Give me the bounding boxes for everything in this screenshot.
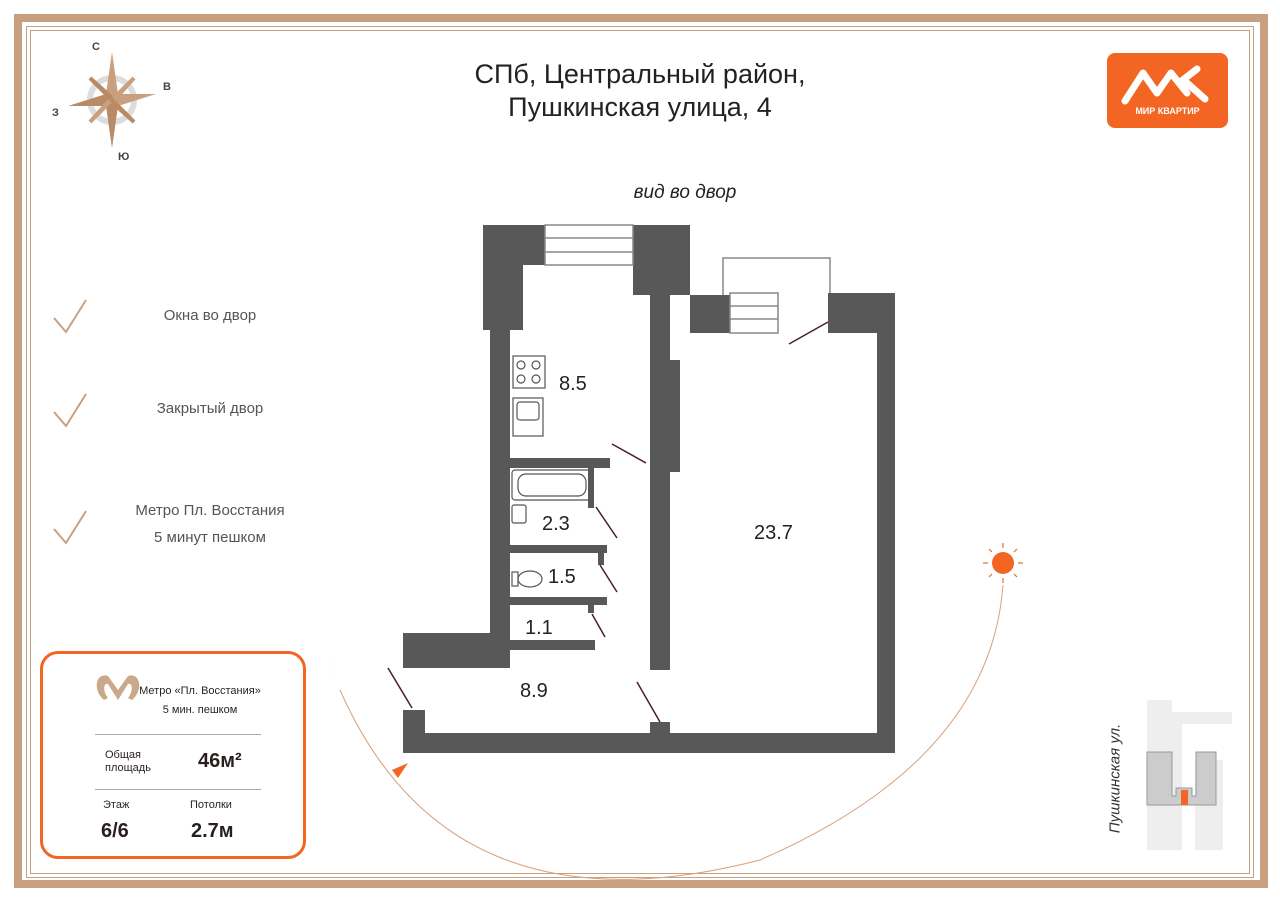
location-map <box>1146 700 1232 850</box>
feature-metro: Метро Пл. Восстания 5 минут пешком <box>50 497 310 551</box>
sink-icon <box>512 397 544 437</box>
metro-logo-icon <box>96 675 140 700</box>
room-living-area: 23.7 <box>754 522 793 544</box>
bathtub-icon <box>511 469 591 501</box>
logo-text: МИР КВАРТИР <box>1135 106 1200 116</box>
area-label-line: Общая <box>105 749 141 761</box>
sun-path <box>330 543 1023 880</box>
ceiling-label: Потолки <box>190 799 232 811</box>
frame-border <box>14 14 1268 888</box>
room-bathroom-area: 2.3 <box>542 513 570 535</box>
walls <box>403 225 895 753</box>
floor-label: Этаж <box>103 799 130 811</box>
floor-value: 6/6 <box>101 820 129 842</box>
sun-icon <box>992 552 1014 574</box>
balcony <box>722 257 831 295</box>
compass-east: В <box>163 81 171 93</box>
brand-logo: МИР КВАРТИР <box>1107 53 1228 128</box>
feature-text: Закрытый двор <box>156 400 264 417</box>
metro-info: Метро «Пл. Восстания» 5 мин. пешком <box>95 682 305 720</box>
stove-icon <box>512 355 546 389</box>
ceiling-value: 2.7м <box>191 820 234 842</box>
room-toilet-area: 1.5 <box>548 566 576 588</box>
fixtures <box>511 355 591 588</box>
compass-north: С <box>92 41 100 53</box>
feature-text: 5 минут пешком <box>154 529 266 546</box>
area-value: 46м² <box>198 750 242 772</box>
address-title: СПб, Центральный район, Пушкинская улица… <box>440 58 840 124</box>
moon-icon <box>330 652 352 689</box>
room-storage-area: 1.1 <box>525 617 553 639</box>
divider <box>95 789 261 790</box>
feature-text: Метро Пл. Восстания <box>135 502 285 519</box>
windows <box>544 224 831 334</box>
room-kitchen-area: 8.5 <box>559 373 587 395</box>
feature-courtyard: Закрытый двор <box>50 395 310 422</box>
frame-line <box>30 30 1250 874</box>
divider <box>95 734 261 735</box>
doors <box>387 321 829 723</box>
title-line-2: Пушкинская улица, 4 <box>508 92 772 122</box>
view-label: вид во двор <box>633 182 737 203</box>
washbasin-icon <box>511 504 527 524</box>
title-line-1: СПб, Центральный район, <box>474 59 806 89</box>
compass-west: З <box>52 107 59 119</box>
frame-line <box>26 26 1254 878</box>
street-label: Пушкинская ул. <box>1106 723 1124 834</box>
area-label-line: площадь <box>105 762 151 774</box>
feature-windows: Окна во двор <box>50 302 310 329</box>
arrow-icon <box>392 763 408 778</box>
metro-station: Метро «Пл. Восстания» <box>139 685 261 697</box>
compass-south: Ю <box>118 151 130 163</box>
logo-mark-icon <box>1121 65 1209 105</box>
compass-rose-icon <box>68 52 156 148</box>
feature-text: Окна во двор <box>163 307 257 324</box>
metro-distance: 5 мин. пешком <box>162 704 238 716</box>
toilet-icon <box>517 570 543 588</box>
info-card: Метро «Пл. Восстания» 5 мин. пешком Общая… <box>40 651 306 859</box>
check-icons <box>53 299 87 545</box>
room-hall-area: 8.9 <box>520 680 548 702</box>
